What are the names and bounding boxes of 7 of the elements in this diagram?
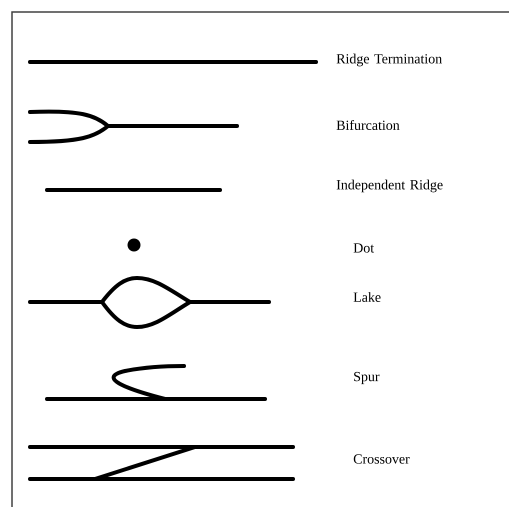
label: Crossover [354,454,410,464]
label: Independent Ridge [336,180,443,192]
label: Bifurcation [336,120,400,130]
label: Spur [354,372,380,384]
label: Dot [354,243,374,253]
label: Ridge Termination [336,54,442,66]
label: Lake [354,292,381,302]
